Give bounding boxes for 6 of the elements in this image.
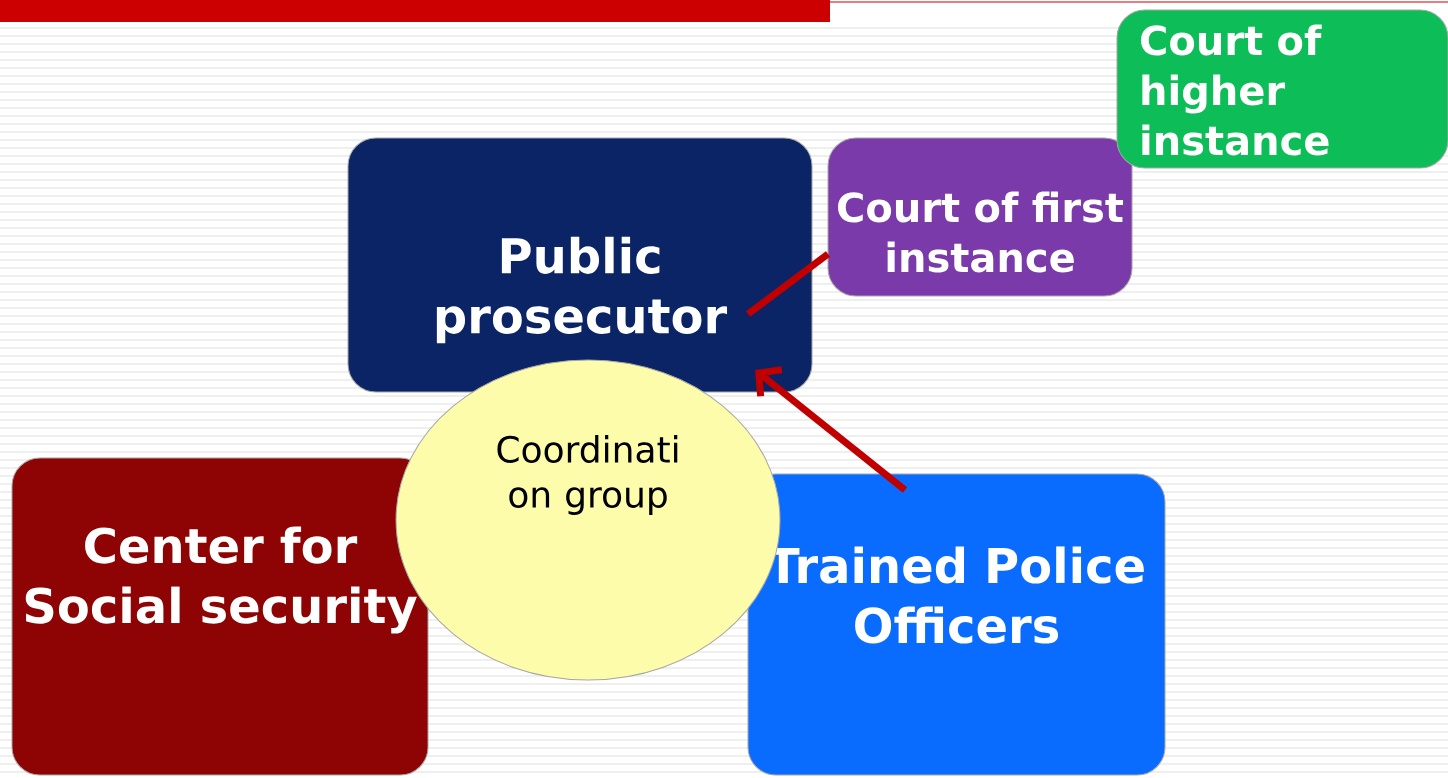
rounded-box: Court of first instance <box>827 137 1133 297</box>
rounded-box: Center for Social security <box>11 457 429 776</box>
rounded-box: Public prosecutor <box>347 137 813 393</box>
arrow <box>755 366 908 493</box>
rounded-box: Trained Police Officers <box>747 473 1166 776</box>
rounded-box: Court of higher instance <box>1116 9 1448 169</box>
